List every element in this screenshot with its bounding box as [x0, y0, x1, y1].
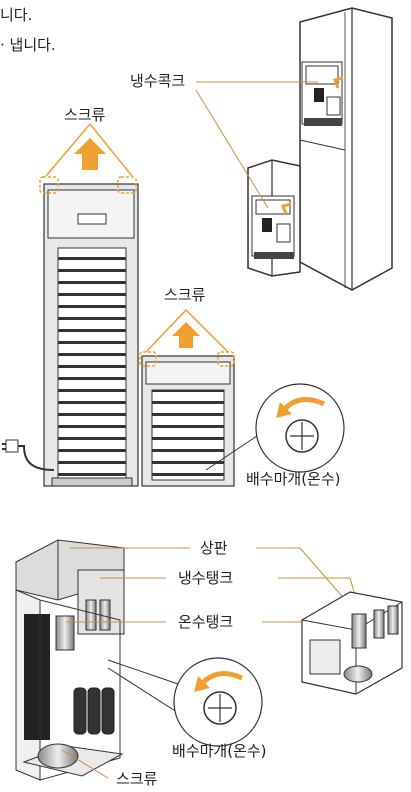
- cold-tap-label: 냉수콕크: [130, 72, 186, 90]
- tank-assembly: [301, 591, 403, 695]
- cold-tank-label: 냉수탱크: [178, 569, 234, 587]
- screw-middle-label: 스크류: [164, 286, 206, 304]
- tall-unit-back: [2, 176, 139, 487]
- drain-cap-top-label: 배수마개(온수): [246, 470, 341, 488]
- hot-tank-label: 온수탱크: [178, 613, 234, 631]
- drain-cap-detail-top: [205, 383, 345, 473]
- purifier-short-unit: [247, 159, 301, 277]
- screw-left-label: 스크류: [64, 106, 106, 124]
- screw-bottom-label: 스크류: [116, 770, 158, 788]
- instruction-line-2: · 냅니다.: [0, 36, 56, 54]
- up-arrow-left-icon: [45, 122, 133, 177]
- top-panel-label: 상판: [200, 539, 228, 557]
- purifier-tall-unit: [299, 7, 393, 291]
- drain-cap-detail-bottom: [107, 657, 263, 747]
- drain-cap-bottom-label: 배수마개(온수): [172, 742, 267, 760]
- short-unit-back: [139, 351, 235, 487]
- instruction-line-1: 니다.: [0, 6, 33, 24]
- up-arrow-middle-icon: [145, 308, 229, 353]
- opened-unit-interior: [15, 539, 125, 781]
